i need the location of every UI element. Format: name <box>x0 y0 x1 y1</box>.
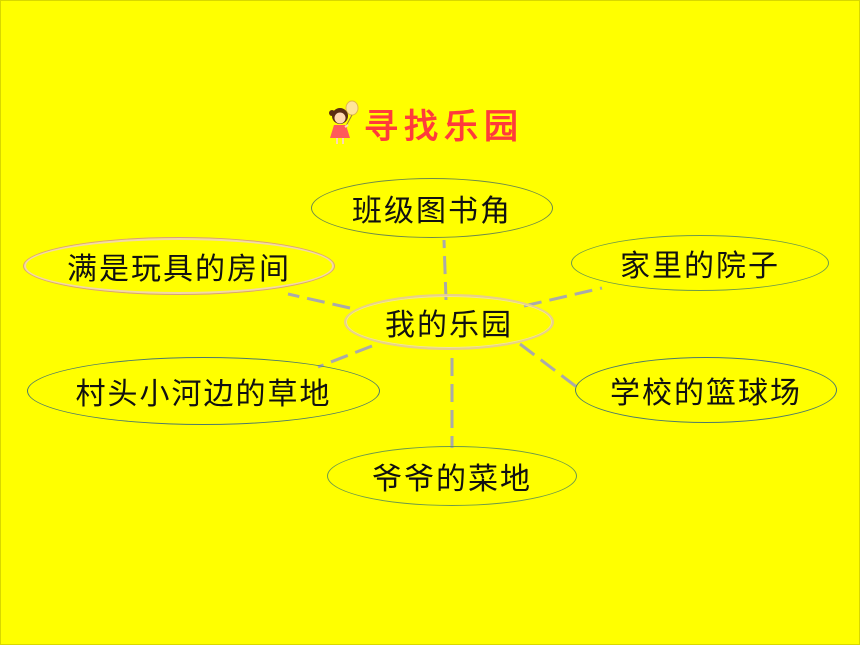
node-grandpa-vegetable-plot: 爷爷的菜地 <box>327 446 577 506</box>
connector-left-top <box>287 292 351 310</box>
connector-left-bottom <box>317 344 373 369</box>
node-my-paradise: 我的乐园 <box>344 294 554 350</box>
node-school-court: 学校的篮球场 <box>575 357 837 423</box>
connector-right-top <box>523 286 603 308</box>
connector-top <box>442 239 448 301</box>
node-label: 村头小河边的草地 <box>75 377 332 412</box>
node-toy-room: 满是玩具的房间 <box>23 237 335 295</box>
girl-balloon-icon <box>329 100 359 144</box>
node-label: 学校的篮球场 <box>610 376 802 411</box>
node-label: 班级图书角 <box>352 194 512 229</box>
node-village-river-meadow: 村头小河边的草地 <box>27 357 380 425</box>
connector-right-bottom <box>519 342 579 390</box>
title-text: 寻找乐园 <box>364 106 524 147</box>
node-class-book-corner: 班级图书角 <box>311 178 553 238</box>
node-label: 家里的院子 <box>620 249 780 284</box>
slide-title: 寻找乐园 <box>326 98 524 148</box>
center-label: 我的乐园 <box>385 308 513 343</box>
node-label: 爷爷的菜地 <box>372 462 532 497</box>
node-label: 满是玩具的房间 <box>67 252 291 287</box>
node-home-yard: 家里的院子 <box>571 235 829 291</box>
